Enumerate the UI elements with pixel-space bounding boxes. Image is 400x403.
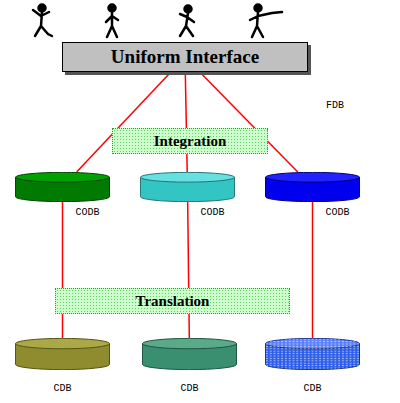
connector-line	[62, 202, 63, 338]
database-label: FDB	[326, 100, 344, 111]
box-title: Translation	[133, 293, 213, 310]
database-cylinder: CDB	[265, 338, 360, 370]
interface-box: Uniform Interface	[62, 42, 308, 72]
database-label: CODB	[326, 207, 350, 218]
cylinder-shape	[142, 338, 237, 370]
box-title: Integration	[151, 133, 230, 150]
database-label: CODB	[76, 207, 100, 218]
connector-line	[312, 202, 313, 338]
database-label: CDB	[303, 383, 321, 394]
cylinder-shape	[15, 172, 110, 202]
connector-line	[185, 72, 187, 172]
cylinder-shape	[15, 338, 110, 370]
connector-line	[77, 72, 171, 172]
database-label: CODB	[201, 207, 225, 218]
cylinder-shape	[140, 172, 235, 202]
cylinder-shape	[265, 172, 360, 202]
cylinder-shape	[265, 338, 360, 370]
database-cylinder: CODB	[140, 172, 235, 202]
database-cylinder: CDB	[15, 338, 110, 370]
database-cylinder: CODB	[15, 172, 110, 202]
database-cylinder: CDB	[142, 338, 237, 370]
database-cylinder: CODB	[265, 172, 360, 202]
connector-line	[200, 72, 298, 172]
database-label: CDB	[53, 383, 71, 394]
integration-band: Integration	[112, 128, 268, 154]
translation-band: Translation	[55, 288, 290, 314]
box-title: Uniform Interface	[108, 46, 262, 68]
connector-line	[188, 202, 190, 338]
database-label: CDB	[180, 383, 198, 394]
